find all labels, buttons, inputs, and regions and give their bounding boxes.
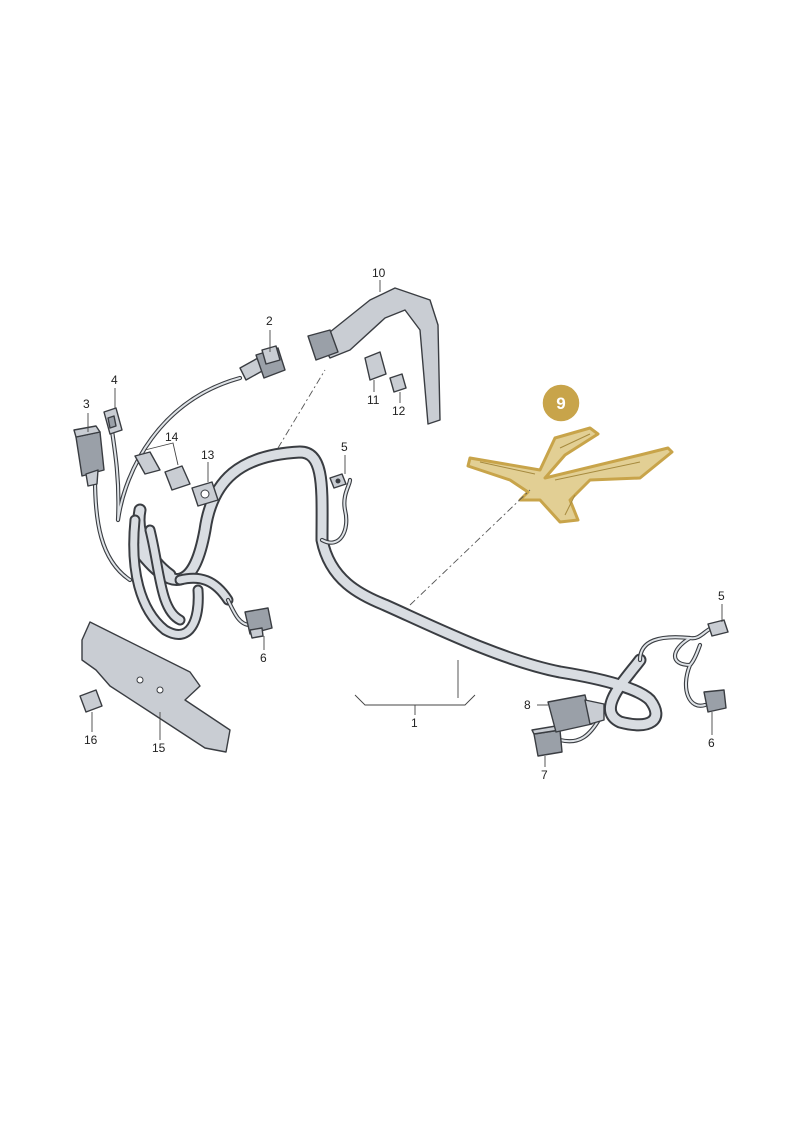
leader-lines	[87, 280, 723, 767]
connector-6-right	[703, 689, 727, 713]
sensor-5-middle	[329, 473, 347, 489]
callout-5-right: 5	[718, 589, 725, 603]
callout-10: 10	[372, 266, 386, 280]
bracket-15	[81, 621, 231, 753]
callout-16: 16	[84, 733, 98, 747]
callout-9-badge: 9	[541, 383, 581, 423]
bolt-and-nut-14	[134, 451, 191, 491]
clip-11	[364, 351, 387, 381]
clip-4	[103, 407, 123, 435]
screw-12	[389, 373, 407, 393]
connector-6-left	[244, 607, 273, 639]
bracket-9-highlighted	[466, 426, 674, 524]
connector-2	[239, 345, 286, 381]
callout-11: 11	[367, 393, 380, 407]
callout-14: 14	[165, 430, 179, 444]
connector-3	[73, 425, 105, 487]
callout-9: 9	[556, 394, 565, 413]
callout-labels: 2 3 4 5 5 6 6 7 8 10 11 12 13 14 15 16 1	[83, 266, 725, 782]
main-wiring-harness	[128, 445, 663, 732]
callout-4: 4	[111, 373, 118, 387]
callout-6-right: 6	[708, 736, 715, 750]
bolt-16	[79, 689, 103, 713]
connector-wires	[92, 375, 715, 744]
sensor-5-right	[707, 619, 729, 637]
bracket-10	[307, 287, 441, 425]
callout-7: 7	[541, 768, 548, 782]
callout-12: 12	[392, 404, 406, 418]
callout-13: 13	[201, 448, 215, 462]
callout-15: 15	[152, 741, 166, 755]
callout-6-left: 6	[260, 651, 267, 665]
callout-1: 1	[411, 716, 418, 730]
grommet-13	[191, 481, 219, 507]
callout-3: 3	[83, 397, 90, 411]
callout-2: 2	[266, 314, 273, 328]
callout-8: 8	[524, 698, 531, 712]
callout-5-middle: 5	[341, 440, 348, 454]
connector-8	[547, 694, 605, 733]
